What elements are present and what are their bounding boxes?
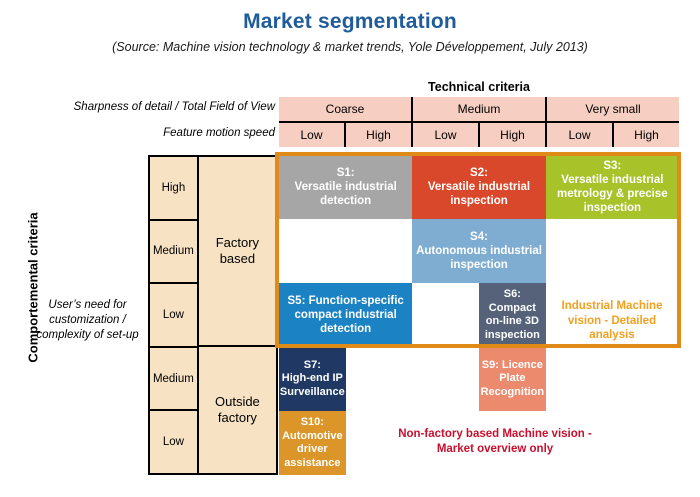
row-level-high-1: High [150,157,197,221]
column-sub-medium-high: High [480,123,547,147]
header-divider [279,121,679,123]
column-sub-very-small-low: Low [547,123,614,147]
segment-name-s1: Versatile industrial detection [294,181,397,207]
column-sub-header-row: Low High Low High Low High [279,123,679,147]
row-level-medium-1: Medium [150,220,197,285]
segment-cell-s10[interactable]: S10:Automotive driver assistance [279,411,346,475]
comportemental-criteria-label: Comportemental criteria [25,212,41,363]
segment-name-s5: compact industrial detection [294,309,397,335]
segment-code-s7: S7: [303,358,321,371]
row-group-column: Factory based Outside factory [198,157,276,473]
segment-name-s4: Autonomous industrial inspection [416,245,542,271]
user-need-label: User’s need for customization / complexi… [36,299,139,341]
segment-code-s1: S1: [336,167,355,179]
row-level-column: High Medium Low Medium Low [150,157,199,473]
segment-code-s3: S3: [603,160,622,172]
segment-code-s5: S5: Function-specific [287,295,404,307]
segment-cell-s1[interactable]: S1: Versatile industrial detection [279,155,413,219]
column-group-header-row: Coarse Medium Very small [279,97,679,121]
column-sub-medium-low: Low [413,123,480,147]
column-group-medium: Medium [413,97,547,121]
column-group-very-small: Very small [547,97,679,121]
row-level-medium-2: Medium [150,347,197,412]
row-group-outside-factory: Outside factory [198,347,276,473]
row-level-low-1: Low [150,284,197,348]
segment-code-s6: S6: [503,288,521,300]
segment-name-s6: Compact on-line 3D inspection [484,301,540,341]
segment-name-s3: Versatile industrial metrology & precise… [557,174,668,214]
segment-code-s2: S2: [470,167,488,179]
column-sub-coarse-high: High [346,123,413,147]
segment-code-s4: S4: [470,231,488,243]
industrial-machine-vision-note: Industrial Machine vision - Detailed ana… [561,300,663,341]
segment-name-s9: Plate Recognition [480,372,545,398]
segment-cell-s5[interactable]: S5: Function-specific compact industrial … [279,283,413,347]
technical-criteria-label: Technical criteria [428,80,530,94]
segment-matrix: S1: Versatile industrial detection S2: Vers… [279,155,679,475]
segment-cell-s2[interactable]: S2: Versatile industrial inspection [412,155,546,219]
segment-name-s7: High-end IP Surveillance [279,372,345,398]
feature-motion-speed-label: Feature motion speed [163,127,275,139]
segment-name-s2: Versatile industrial inspection [427,181,531,207]
segment-cell-s3[interactable]: S3: Versatile industrial metrology & prec… [545,155,679,219]
column-group-coarse: Coarse [279,97,413,121]
sharpness-of-detail-label: Sharpness of detail / Total Field of Vie… [73,101,275,113]
segment-cell-s7[interactable]: S7:High-end IP Surveillance [279,347,346,411]
page-title: Market segmentation [243,10,457,33]
row-label-grid: High Medium Low Medium Low Factory based… [148,155,278,475]
segment-name-s10: Automotive driver assistance [282,429,343,469]
page-subtitle: (Source: Machine vision technology & mar… [112,40,588,54]
non-factory-machine-vision-note: Non-factory based Machine vision - Marke… [398,428,592,455]
segment-cell-s4[interactable]: S4: Autonomous industrial inspection [412,219,546,283]
row-level-low-2: Low [150,411,197,473]
segment-code-s9: S9: Licence [481,358,543,371]
segment-code-s10: S10: [300,416,324,428]
segment-cell-s6[interactable]: S6:Compact on-line 3D inspection [479,283,546,347]
column-sub-very-small-high: High [614,123,679,147]
row-group-factory-based: Factory based [198,157,276,348]
column-sub-coarse-low: Low [279,123,346,147]
